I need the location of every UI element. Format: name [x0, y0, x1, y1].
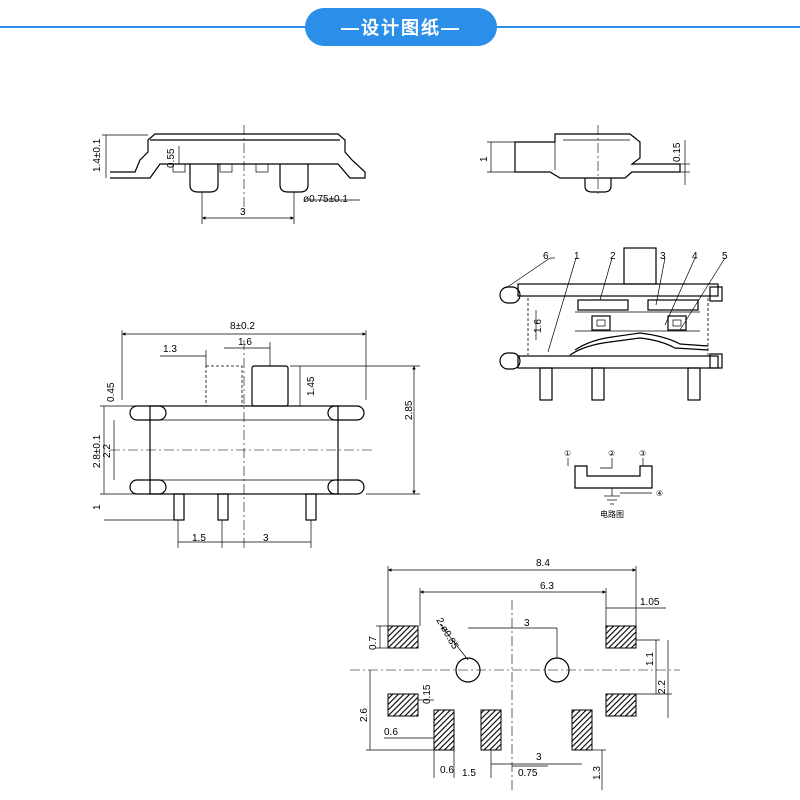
pcb-b1: 0.6: [440, 765, 454, 776]
top-f: 1: [92, 504, 103, 510]
top-d: 2.8±0.1: [92, 434, 103, 468]
top-h: 3: [263, 533, 269, 544]
pcb-height: 2.6: [359, 708, 370, 722]
top-g: 1.5: [192, 533, 206, 544]
top-c: 0.45: [106, 382, 117, 402]
top-b: 1.6: [238, 337, 252, 348]
pcb-layout: [350, 566, 680, 790]
circuit-diagram: [567, 458, 653, 505]
circuit-pin-4: ④: [656, 489, 663, 498]
top-total-height: 2.85: [404, 400, 415, 420]
top-e: 2.2: [102, 444, 113, 458]
section-dim: 1.6: [533, 319, 544, 333]
circuit-pin-2: ②: [608, 449, 615, 458]
side-thickness: 0.15: [672, 142, 683, 162]
pcb-b3: 0.75: [518, 768, 538, 779]
section-label-1: 1: [574, 251, 580, 262]
top-length: 8±0.2: [230, 321, 255, 332]
pcb-b2: 1.5: [462, 768, 476, 779]
pcb-pad-w: 1.05: [640, 597, 660, 608]
front-pin-pitch: 3: [240, 207, 246, 218]
top-a: 1.3: [163, 344, 177, 355]
pcb-span: 6.3: [540, 581, 554, 592]
pcb-g1: 0.15: [422, 684, 433, 704]
circuit-pin-3: ③: [639, 449, 646, 458]
side-height: 1: [479, 156, 490, 162]
pcb-b5: 1.3: [592, 766, 603, 780]
section-view: [499, 247, 726, 401]
section-label-4: 4: [692, 251, 698, 262]
pcb-width: 8.4: [536, 558, 550, 569]
section-label-5: 5: [722, 251, 728, 262]
circuit-pin-1: ①: [564, 449, 571, 458]
circuit-caption: 电路图: [600, 509, 624, 519]
front-body-height: 0.55: [166, 148, 177, 168]
section-label-2: 2: [610, 251, 616, 262]
header-title: —设计图纸—: [305, 8, 497, 46]
pcb-hole-pitch: 3: [524, 618, 530, 629]
top-lever: 1.45: [306, 376, 317, 396]
front-height: 1.4±0.1: [92, 138, 103, 172]
front-pin-diameter: ø0.75±0.1: [303, 194, 348, 205]
pcb-holes: 2-ø0.85: [433, 616, 460, 652]
pcb-b4: 3: [536, 752, 542, 763]
pcb-pad-gap: 1.1: [645, 652, 656, 666]
side-view: [487, 125, 690, 195]
section-label-6: 6: [543, 251, 549, 262]
pcb-pad-span: 2.2: [657, 680, 668, 694]
pcb-pad-h: 0.7: [368, 636, 379, 650]
pcb-g2: 0.6: [384, 727, 398, 738]
top-view: [100, 330, 420, 550]
front-view: [102, 125, 366, 224]
section-label-3: 3: [660, 251, 666, 262]
